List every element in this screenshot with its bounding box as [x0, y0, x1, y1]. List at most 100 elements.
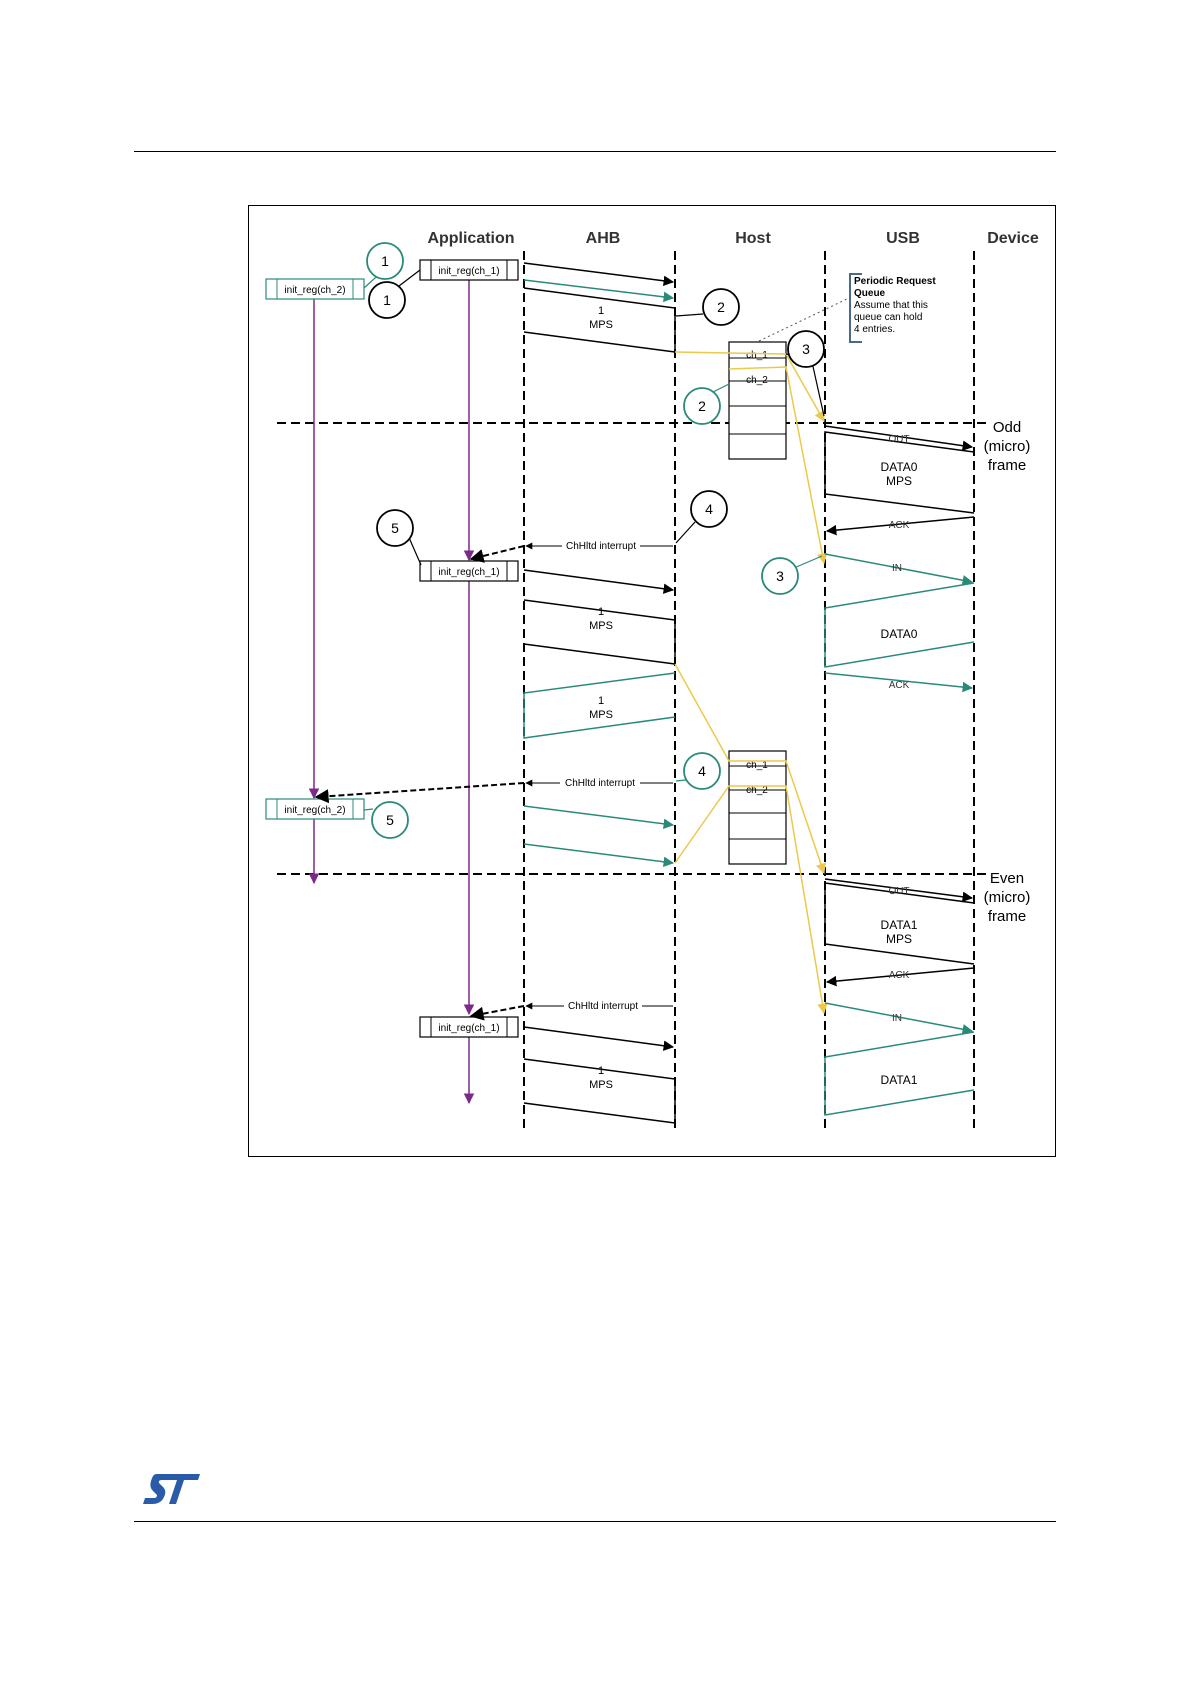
usb-ack-arrow-3	[825, 967, 975, 987]
step-4-label-black: 4	[705, 501, 713, 517]
ahb-req-arrow-4	[523, 805, 675, 830]
usb-data0-mps-block	[824, 431, 975, 514]
step-5-label-teal: 5	[386, 812, 394, 828]
init-reg-ch2-box-2: init_reg(ch_2)	[265, 798, 365, 820]
yellow-flow-3	[674, 663, 826, 874]
usb-in-arrow-2	[824, 1002, 974, 1035]
queue-entry-ch1-2: ch_1	[746, 760, 768, 771]
usb-out-label-1: OUT	[888, 434, 909, 445]
usb-data0-label-1: DATA0	[881, 460, 918, 474]
usb-data1-mps-block	[824, 882, 975, 965]
usb-data1-label-1: DATA1	[881, 918, 918, 932]
step-3-circle-teal: 3	[761, 557, 799, 595]
usb-mps-label-2: MPS	[886, 932, 912, 946]
note-body-3: 4 entries.	[854, 324, 895, 335]
column-header-host: Host	[735, 230, 771, 247]
step-1-circle-teal: 1	[366, 242, 404, 280]
init-reg-ch1-box-1: init_reg(ch_1)	[419, 259, 519, 281]
step-1-circle-black: 1	[368, 281, 406, 319]
usb-out-label-2: OUT	[888, 886, 909, 897]
mps-count-1: 1	[598, 305, 604, 317]
ahb-req-arrow-3	[523, 569, 675, 594]
step-2-circle-black: 2	[702, 288, 740, 326]
mps-label-1: MPS	[589, 319, 613, 331]
mps-count-4: 1	[598, 1065, 604, 1077]
step-5-label-black: 5	[391, 520, 399, 536]
step-5-circle-black: 5	[376, 509, 414, 547]
mps-count-2: 1	[598, 606, 604, 618]
mps-count-3: 1	[598, 695, 604, 707]
usb-data0-block	[824, 582, 975, 668]
periodic-request-queue-note: Periodic Request Queue Assume that this …	[758, 273, 936, 343]
mps-label-3: MPS	[589, 709, 613, 721]
ahb-req-arrow-5	[523, 843, 675, 868]
init-reg-ch2-box-1: init_reg(ch_2)	[265, 278, 365, 300]
column-header-ahb: AHB	[586, 230, 621, 247]
step-3-label-teal: 3	[776, 568, 784, 584]
usb-out-arrow-2	[824, 878, 974, 902]
usb-periodic-transfer-figure: Application AHB Host USB Device Odd (mic…	[248, 205, 1056, 1157]
usb-ack-label-3: ACK	[889, 970, 910, 981]
footer-rule	[134, 1521, 1056, 1522]
chhltd-interrupt-dashed-3	[469, 1005, 525, 1021]
step-4-label-teal: 4	[698, 763, 706, 779]
frame-label-even-1: Even	[990, 870, 1024, 887]
frame-label-even-2: (micro)	[984, 889, 1031, 906]
periodic-request-queue-1	[728, 341, 787, 460]
queue-entry-ch2-1: ch_2	[746, 375, 768, 386]
yellow-flow-2	[728, 366, 828, 565]
ahb-mps-block-3	[523, 672, 676, 739]
chhltd-interrupt-label-1: ChHltd interrupt	[566, 541, 636, 552]
step-1-label-teal: 1	[381, 253, 389, 269]
usb-data1-block	[824, 1031, 975, 1116]
usb-in-label-2: IN	[892, 1013, 902, 1024]
ahb-mps-block-1	[523, 287, 676, 353]
step-3-circle-black: 3	[787, 330, 825, 368]
usb-ack-arrow-1	[825, 516, 975, 536]
mps-label-4: MPS	[589, 1079, 613, 1091]
frame-label-odd-2: (micro)	[984, 438, 1031, 455]
chhltd-interrupt-label-3: ChHltd interrupt	[568, 1001, 638, 1012]
usb-in-label-1: IN	[892, 563, 902, 574]
column-header-application: Application	[427, 230, 514, 247]
mps-label-2: MPS	[589, 620, 613, 632]
init-reg-ch1-box-2: init_reg(ch_1)	[419, 560, 519, 582]
step-2-label-teal: 2	[698, 398, 706, 414]
ahb-mps-block-2	[523, 599, 676, 665]
ahb-mps-block-4	[523, 1058, 676, 1124]
note-body-2: queue can hold	[854, 312, 922, 323]
init-reg-ch1-box-3: init_reg(ch_1)	[419, 1016, 519, 1038]
frame-label-odd-3: frame	[988, 457, 1026, 474]
init-reg-ch2-label-2: init_reg(ch_2)	[284, 805, 345, 816]
queue-entry-ch2-2: ch_2	[746, 785, 768, 796]
chhltd-interrupt-dashed-1	[469, 545, 525, 563]
init-reg-ch1-label-1: init_reg(ch_1)	[438, 266, 499, 277]
chhltd-interrupt-dashed-2	[314, 782, 525, 804]
column-header-device: Device	[987, 230, 1039, 247]
usb-mps-label-1: MPS	[886, 474, 912, 488]
note-body-1: Assume that this	[854, 300, 928, 311]
step-1-label-black: 1	[383, 292, 391, 308]
step-4-circle-black: 4	[690, 490, 728, 528]
usb-data0-label-2: DATA0	[881, 627, 918, 641]
header-rule	[134, 151, 1056, 152]
column-header-usb: USB	[886, 230, 920, 247]
periodic-request-queue-2	[728, 750, 787, 865]
note-title-1: Periodic Request	[854, 276, 936, 287]
usb-data1-label-2: DATA1	[881, 1073, 918, 1087]
step-3-label-black: 3	[802, 341, 810, 357]
usb-ack-label-2: ACK	[889, 680, 910, 691]
init-reg-ch2-label-1: init_reg(ch_2)	[284, 285, 345, 296]
st-logo-icon	[143, 1474, 200, 1504]
sequence-diagram: Application AHB Host USB Device Odd (mic…	[265, 230, 1039, 1131]
ahb-req-arrow-2	[523, 279, 675, 303]
usb-ack-arrow-2	[824, 672, 974, 693]
init-reg-ch1-label-3: init_reg(ch_1)	[438, 1023, 499, 1034]
step-2-label-black: 2	[717, 299, 725, 315]
usb-ack-label-1: ACK	[889, 520, 910, 531]
usb-in-arrow-1	[824, 553, 974, 586]
frame-label-odd-1: Odd	[993, 419, 1021, 436]
step-2-circle-teal: 2	[683, 387, 721, 425]
queue-entry-ch1-1: ch_1	[746, 350, 768, 361]
step-4-circle-teal: 4	[683, 752, 721, 790]
